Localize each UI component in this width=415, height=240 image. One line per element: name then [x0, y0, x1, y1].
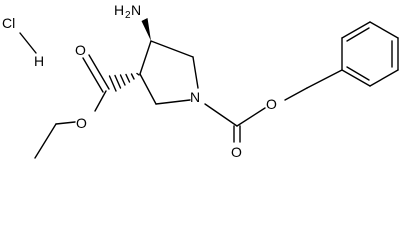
wedge-bond-c4-nh2: [141, 18, 151, 41]
bond-ester-o-ch2: [55, 121, 76, 125]
bond-carbamate-o-ch2: [284, 87, 308, 101]
amino-h-count: 2: [125, 10, 131, 21]
bond-ester-c-o-double-a: [82, 57, 104, 93]
atom-n-ring: N: [190, 89, 200, 105]
bond-n1-carbamate-c: [204, 103, 238, 127]
atom-o-cbz-carbonyl: O: [231, 144, 242, 160]
chemical-structure-diagram: Cl H H 2 N O O N O O: [2, 2, 399, 160]
atom-cl: Cl: [2, 15, 15, 31]
atom-o-ester-alkoxy: O: [76, 115, 87, 131]
bond-ring-c3-c4: [139, 40, 152, 75]
bond-ring-c5-n1: [192, 56, 199, 89]
bond-ring-c2-c3: [139, 73, 157, 105]
bond-ester-c-oalkoxy: [94, 90, 107, 112]
bond-ch2-phenyl: [306, 69, 343, 89]
atom-o-ester-carbonyl: O: [75, 42, 86, 58]
atom-n-amino: N: [131, 2, 141, 18]
benzene-ring: [341, 21, 399, 87]
bond-ring-c4-c5: [150, 40, 194, 58]
atom-o-cbz-alkoxy: O: [266, 96, 277, 112]
hashed-bond-c3-ester: [108, 72, 140, 92]
amino-group-label: H 2 N: [114, 2, 141, 21]
bond-carbamate-c-oalkoxy: [236, 107, 266, 127]
atom-h-salt: H: [34, 53, 44, 69]
bond-ring-n1-c2: [155, 99, 191, 105]
bond-cl-h: [19, 32, 37, 54]
atom-h-amino: H: [114, 2, 124, 18]
bond-ester-ch2-ch3: [34, 123, 57, 159]
bond-ester-c-o-double-b: [88, 54, 110, 90]
